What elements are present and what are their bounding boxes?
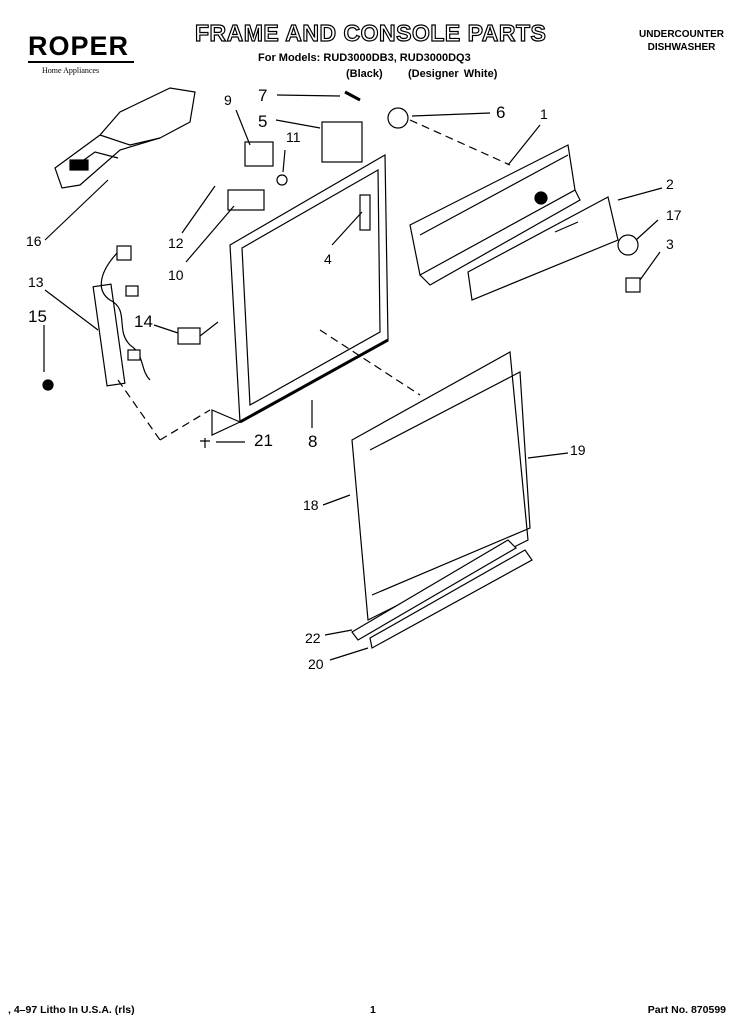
- callout-9: 9: [224, 92, 232, 108]
- part-11-screw: [276, 174, 288, 186]
- callout-19: 19: [570, 442, 586, 458]
- part-17-knob: [617, 234, 639, 256]
- part-20-trim: [369, 549, 533, 649]
- callout-18: 18: [303, 497, 319, 513]
- callout-8: 8: [308, 432, 317, 451]
- print-info: , 4–97 Litho In U.S.A. (rls): [8, 1004, 135, 1016]
- category-label: UNDERCOUNTER DISHWASHER: [639, 28, 724, 54]
- part-8-door-frame: [211, 153, 389, 436]
- callout-21: 21: [254, 431, 273, 450]
- callout-17: 17: [666, 207, 682, 223]
- callout-15: 15: [28, 307, 47, 326]
- part-16-housing: [54, 87, 196, 189]
- callout-6: 6: [496, 103, 505, 122]
- category-line-2: DISHWASHER: [647, 42, 716, 53]
- part-15-screw: [42, 379, 54, 391]
- part-4-switch: [359, 194, 371, 231]
- page-title: FRAME AND CONSOLE PARTS: [194, 19, 547, 46]
- callout-3: 3: [666, 236, 674, 252]
- page-number: 1: [370, 1004, 376, 1016]
- callout-5: 5: [258, 112, 267, 131]
- part-7-screw: [344, 90, 361, 102]
- part-10-bracket: [227, 189, 265, 211]
- callout-4: 4: [324, 251, 332, 267]
- callout-1: 1: [540, 106, 548, 122]
- part-2-console-panel: [467, 196, 619, 301]
- part-1-console-bracket: [409, 144, 581, 286]
- models-line: For Models: RUD3000DB3, RUD3000DQ3: [258, 52, 471, 64]
- callout-22: 22: [305, 630, 321, 646]
- part-9-switch: [244, 141, 274, 167]
- callout-16: 16: [26, 233, 42, 249]
- callout-7: 7: [258, 86, 267, 105]
- callout-11: 11: [286, 129, 301, 145]
- callout-10: 10: [168, 267, 184, 283]
- part-number: Part No. 870599: [647, 1004, 726, 1016]
- category-line-1: UNDERCOUNTER: [639, 29, 724, 40]
- callout-20: 20: [308, 656, 324, 672]
- part-5-control: [321, 121, 363, 163]
- callout-2: 2: [666, 176, 674, 192]
- part-22-trim: [351, 539, 517, 641]
- callout-14: 14: [134, 312, 153, 331]
- part-6-knob: [387, 107, 409, 129]
- callout-12: 12: [168, 235, 184, 251]
- brand-subtitle: Home Appliances: [42, 66, 100, 75]
- part-14-connector: [177, 327, 201, 345]
- brand-logo: ROPER: [28, 31, 130, 61]
- part-13-harness: [92, 245, 151, 387]
- callout-13: 13: [28, 274, 44, 290]
- part-3-clip: [625, 277, 641, 293]
- part-21-clip: [200, 438, 210, 448]
- part-19-door-panel: [351, 351, 531, 621]
- colors-line: (Black) (Designer White): [346, 68, 498, 80]
